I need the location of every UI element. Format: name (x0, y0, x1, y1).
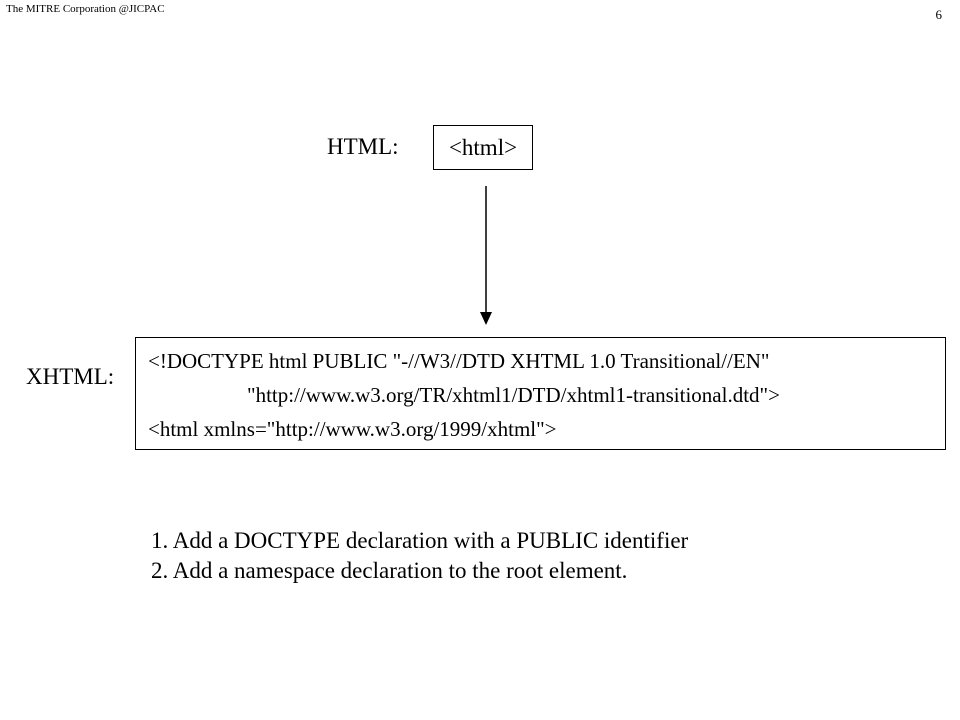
dtd-url-line: "http://www.w3.org/TR/xhtml1/DTD/xhtml1-… (247, 383, 780, 407)
xhtml-code-box: <!DOCTYPE html PUBLIC "-//W3//DTD XHTML … (135, 337, 946, 450)
notes-list: 1. Add a DOCTYPE declaration with a PUBL… (151, 526, 688, 586)
page-number: 6 (935, 7, 943, 22)
footer-credit: The MITRE Corporation @JICPAC (6, 3, 165, 15)
down-arrow-icon (480, 186, 492, 325)
html-element-text: <html> (448, 134, 518, 160)
doctype-line: <!DOCTYPE html PUBLIC "-//W3//DTD XHTML … (148, 349, 770, 373)
xhtml-label: XHTML: (26, 364, 115, 389)
html-label: HTML: (327, 134, 399, 159)
html-namespace-line: <html xmlns="http://www.w3.org/1999/xhtm… (148, 417, 557, 441)
note-item: 1. Add a DOCTYPE declaration with a PUBL… (151, 528, 689, 553)
html-element-box: <html> (433, 125, 533, 170)
note-item: 2. Add a namespace declaration to the ro… (151, 558, 628, 583)
